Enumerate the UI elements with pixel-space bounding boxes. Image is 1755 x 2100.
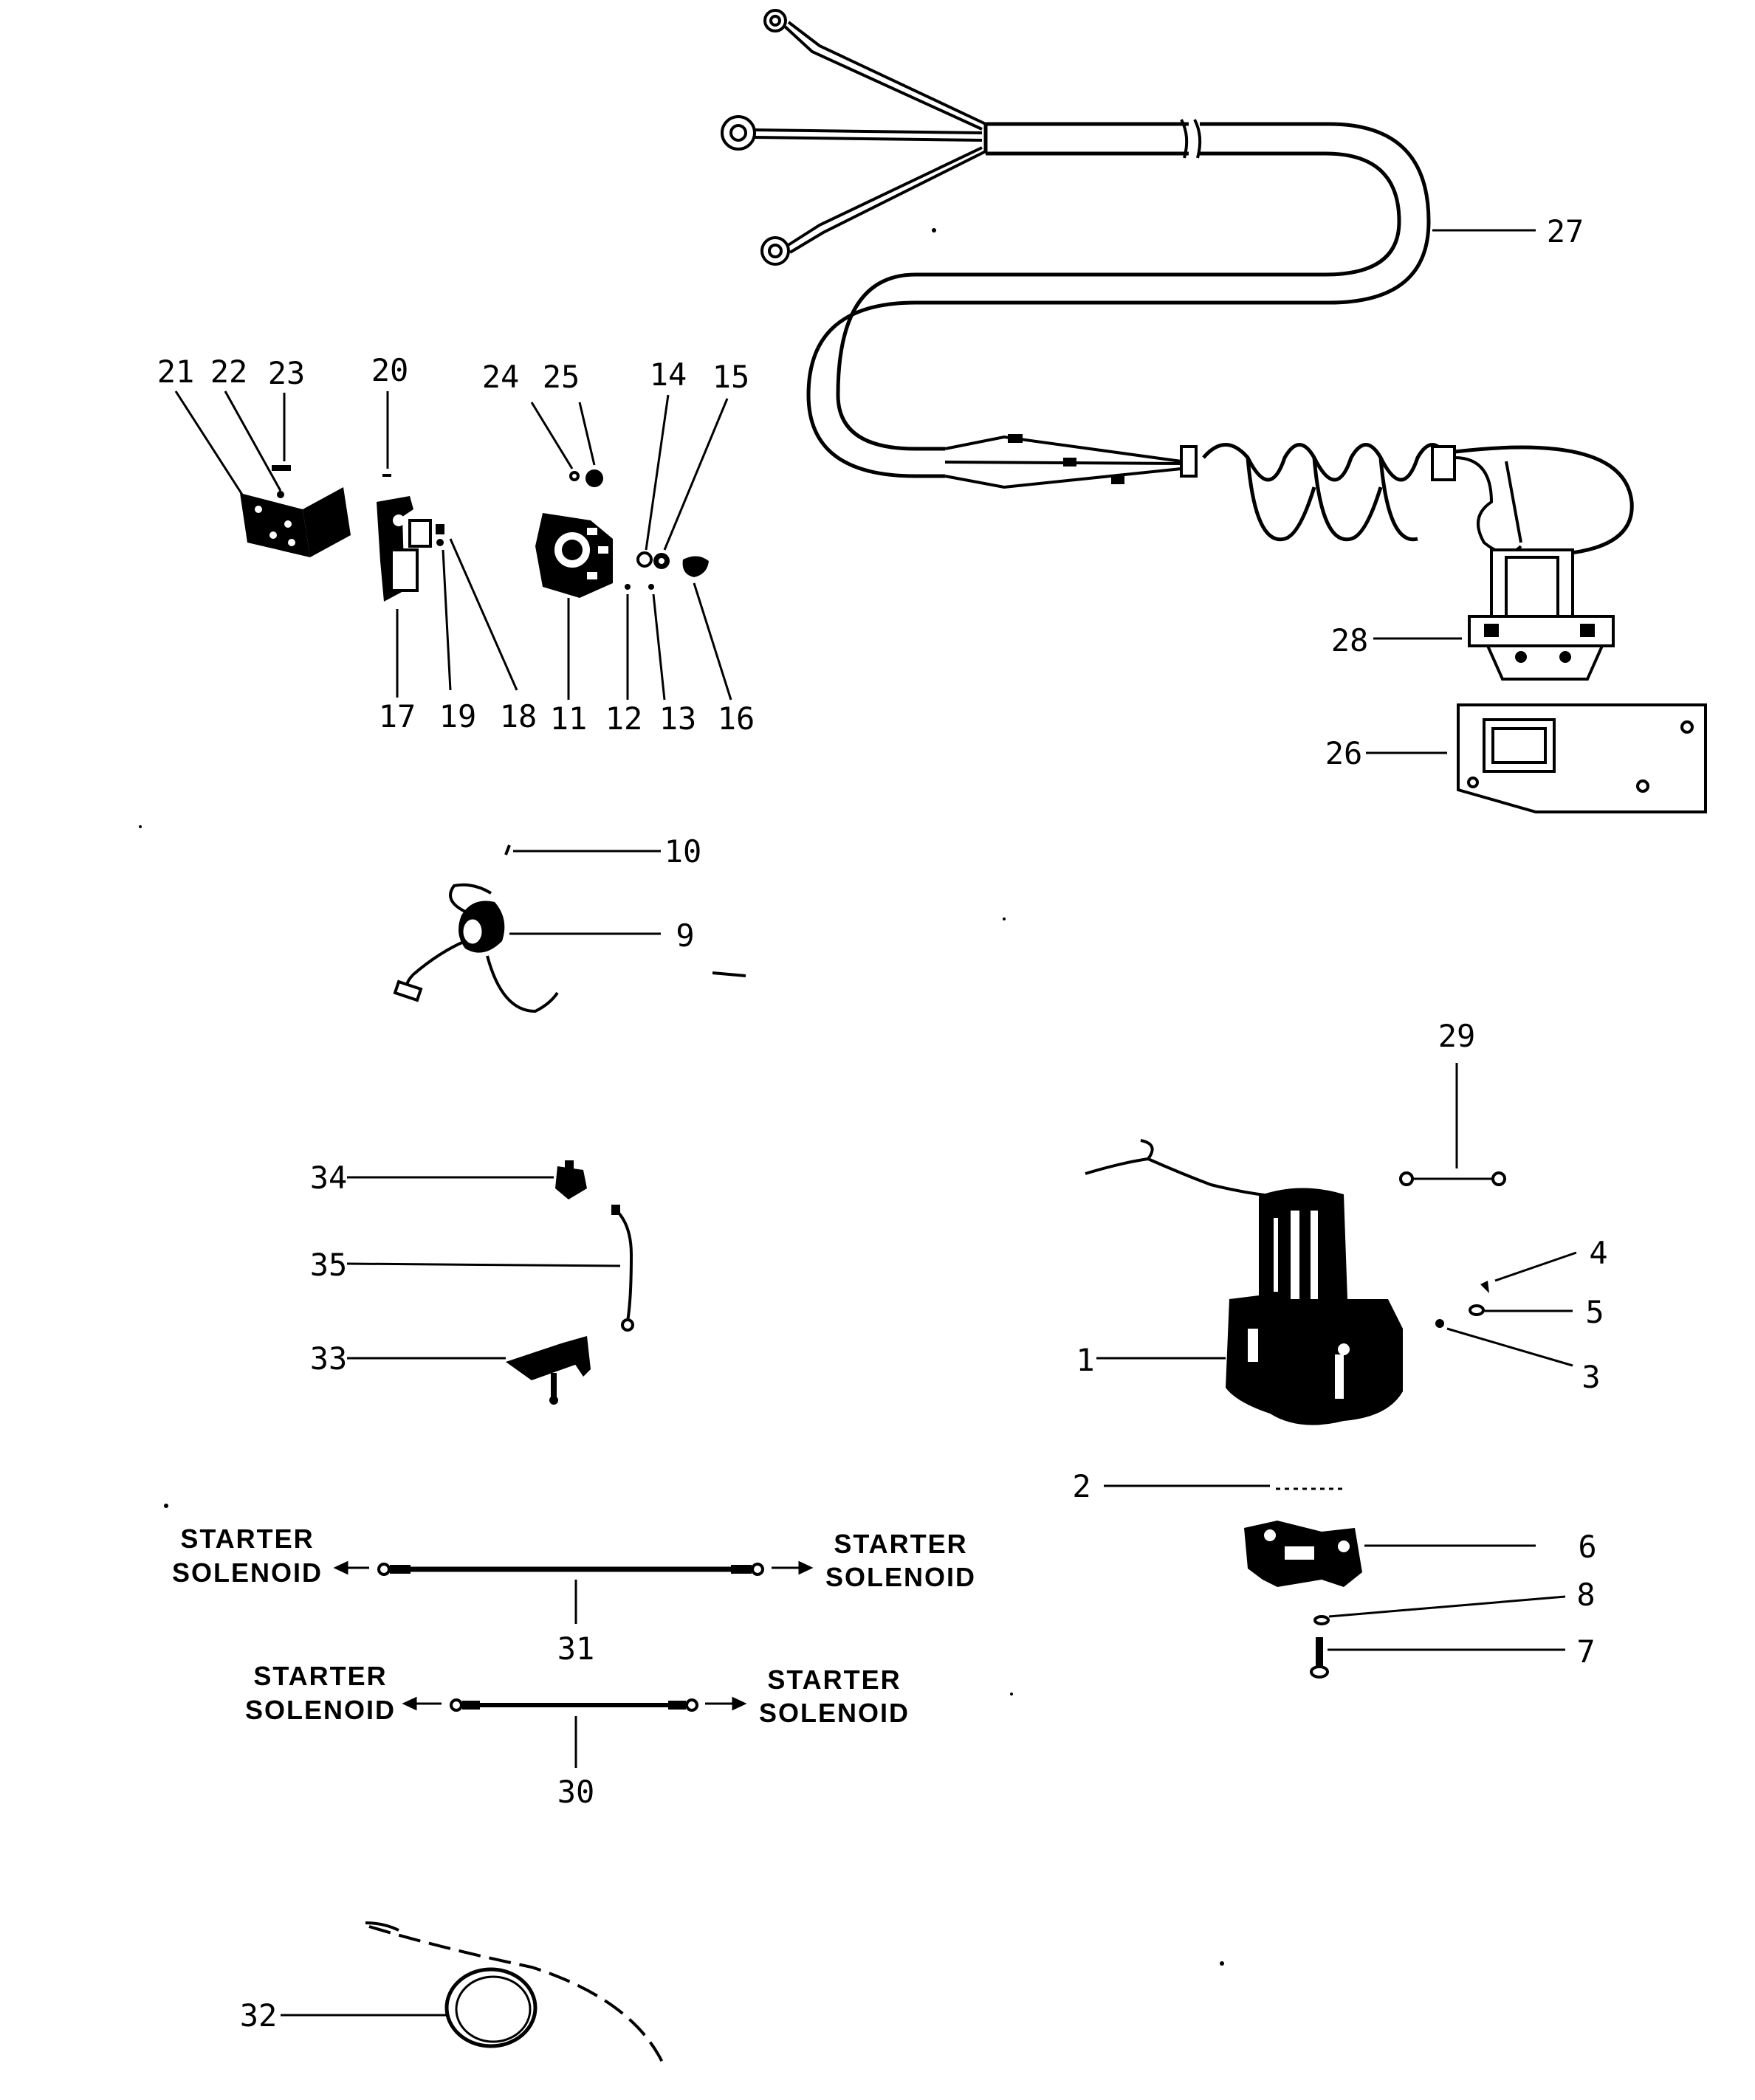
callouts: 27 28 26 21 22 23 20 24 25 14 15 17 19 1… — [157, 213, 1608, 2034]
part-20 — [382, 474, 391, 477]
callout-10: 10 — [664, 833, 702, 870]
callout-25: 25 — [543, 359, 580, 395]
screw-7 — [1310, 1637, 1329, 1679]
connector-plug — [1468, 548, 1615, 681]
cable-coil-32 — [365, 1921, 666, 2068]
switch-housing-11 — [535, 513, 613, 598]
label-starter-3: STARTER — [253, 1661, 387, 1691]
part-19 — [436, 539, 444, 546]
arrows — [333, 1560, 814, 1711]
ignition-coil-9 — [393, 883, 746, 1013]
label-solenoid-2: SOLENOID — [825, 1562, 976, 1592]
callout-22: 22 — [210, 354, 248, 390]
pump-motor-1 — [1085, 1139, 1403, 1425]
screw-23 — [272, 465, 291, 471]
label-starter-2: STARTER — [834, 1529, 967, 1559]
callout-12: 12 — [605, 700, 643, 737]
label-solenoid-1: SOLENOID — [172, 1557, 323, 1588]
screw-4 — [1480, 1281, 1489, 1293]
callout-30: 30 — [557, 1774, 595, 1810]
callout-19: 19 — [439, 698, 477, 734]
washer-8 — [1313, 1615, 1330, 1625]
washer-14 — [636, 551, 653, 568]
wiring-harness — [721, 9, 1634, 556]
callout-21: 21 — [157, 354, 195, 390]
cable-31 — [377, 1563, 764, 1576]
part-10 — [504, 844, 511, 856]
callout-5: 5 — [1585, 1294, 1604, 1330]
label-solenoid-4: SOLENOID — [759, 1698, 910, 1728]
washer-5 — [1469, 1304, 1485, 1316]
part-18 — [436, 524, 444, 534]
plug-34 — [555, 1160, 587, 1199]
callout-13: 13 — [659, 700, 697, 737]
callout-24: 24 — [482, 359, 520, 395]
knob-25 — [585, 469, 603, 487]
callout-35: 35 — [310, 1247, 348, 1283]
callout-29: 29 — [1438, 1018, 1476, 1054]
callout-27: 27 — [1547, 213, 1584, 249]
callout-9: 9 — [676, 918, 694, 954]
callout-14: 14 — [650, 357, 687, 393]
switch-17 — [377, 496, 432, 602]
bracket-6 — [1244, 1521, 1362, 1587]
callout-32: 32 — [240, 1997, 278, 2034]
callout-28: 28 — [1331, 622, 1369, 658]
callout-6: 6 — [1578, 1529, 1596, 1565]
knob-16 — [682, 556, 709, 577]
part-13 — [648, 584, 654, 590]
callout-7: 7 — [1576, 1633, 1595, 1670]
callout-16: 16 — [718, 700, 755, 737]
callout-31: 31 — [557, 1631, 595, 1667]
callout-20: 20 — [371, 352, 409, 388]
part-3 — [1435, 1319, 1444, 1328]
cable-30 — [450, 1698, 698, 1712]
callout-8: 8 — [1576, 1577, 1595, 1613]
callout-3: 3 — [1581, 1359, 1600, 1395]
callout-18: 18 — [500, 698, 538, 734]
lead-35 — [611, 1205, 634, 1332]
label-solenoid-3: SOLENOID — [245, 1695, 396, 1725]
callout-17: 17 — [379, 698, 416, 734]
bracket-21 — [240, 487, 351, 557]
callout-15: 15 — [712, 359, 750, 395]
part-24 — [569, 471, 580, 481]
leader-lines — [174, 229, 1577, 2017]
callout-23: 23 — [268, 355, 306, 391]
mounting-plate — [1457, 703, 1707, 813]
callout-1: 1 — [1076, 1342, 1094, 1378]
callout-26: 26 — [1325, 735, 1363, 771]
specks — [139, 228, 1224, 1966]
part-12 — [625, 584, 631, 590]
callout-34: 34 — [310, 1160, 348, 1196]
washer-22 — [277, 491, 284, 498]
label-starter-1: STARTER — [180, 1524, 314, 1554]
label-starter-4: STARTER — [767, 1664, 901, 1695]
bracket-33 — [506, 1336, 591, 1405]
callout-2: 2 — [1072, 1468, 1091, 1504]
callout-4: 4 — [1589, 1235, 1607, 1271]
callout-11: 11 — [550, 700, 588, 737]
callout-33: 33 — [310, 1340, 348, 1377]
